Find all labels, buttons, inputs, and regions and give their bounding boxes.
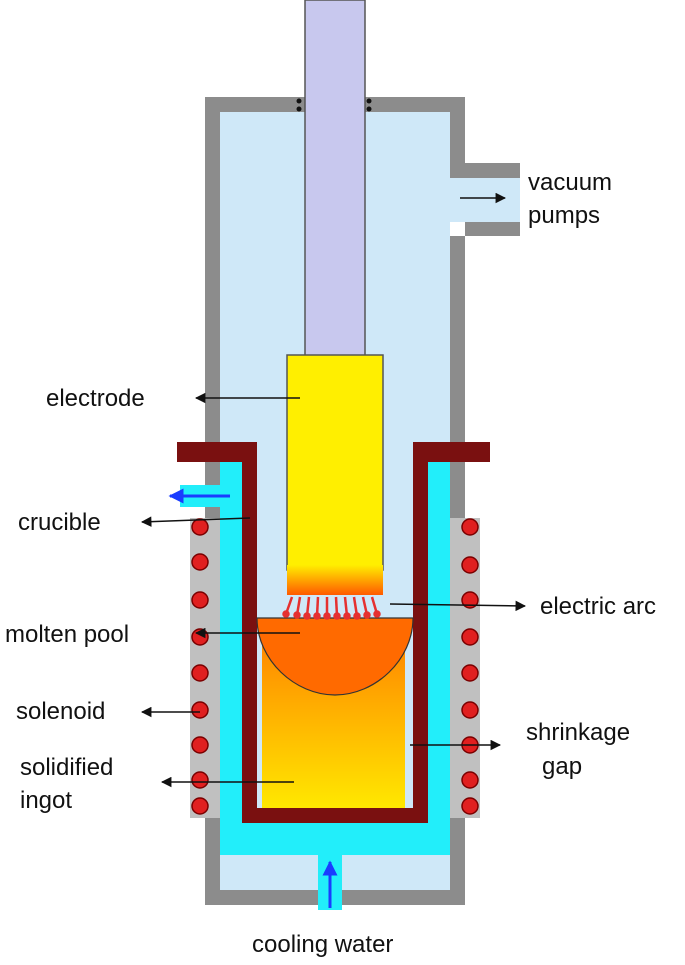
seal-right: [362, 97, 372, 112]
label-solidified-ingot: solidified: [20, 754, 113, 781]
seal-dot: [296, 106, 302, 112]
label-vacuum-pumps: pumps: [528, 202, 600, 229]
seal-left: [296, 97, 306, 112]
label-crucible: crucible: [18, 509, 101, 536]
seal-dot: [366, 98, 372, 104]
label-electric-arc: electric arc: [540, 593, 656, 620]
electrode-tip: [287, 565, 383, 595]
crucible: [177, 442, 490, 823]
molten-pool: [256, 617, 414, 696]
electric-arc: [282, 596, 381, 620]
seal-dot: [366, 106, 372, 112]
label-vacuum-pumps: vacuum: [528, 169, 612, 196]
leader-arrows: [140, 192, 527, 788]
vacuum-port: [450, 178, 520, 222]
solenoid-coils-left: [191, 518, 209, 815]
electrode: [286, 354, 384, 571]
label-solenoid: solenoid: [16, 698, 105, 725]
label-electrode: electrode: [46, 385, 145, 412]
arc-arrow: [389, 600, 527, 612]
label-shrinkage-gap: gap: [542, 753, 582, 780]
electrode-rod: [304, 0, 366, 358]
label-solidified-ingot: ingot: [20, 787, 72, 814]
label-shrinkage-gap: shrinkage: [526, 719, 630, 746]
label-molten-pool: molten pool: [5, 621, 129, 648]
solenoid-coils-right: [461, 518, 479, 815]
crucible-arrow: [140, 516, 251, 527]
seal-dot: [296, 98, 302, 104]
label-cooling-water: cooling water: [252, 931, 393, 958]
chamber-wall: [205, 97, 520, 905]
